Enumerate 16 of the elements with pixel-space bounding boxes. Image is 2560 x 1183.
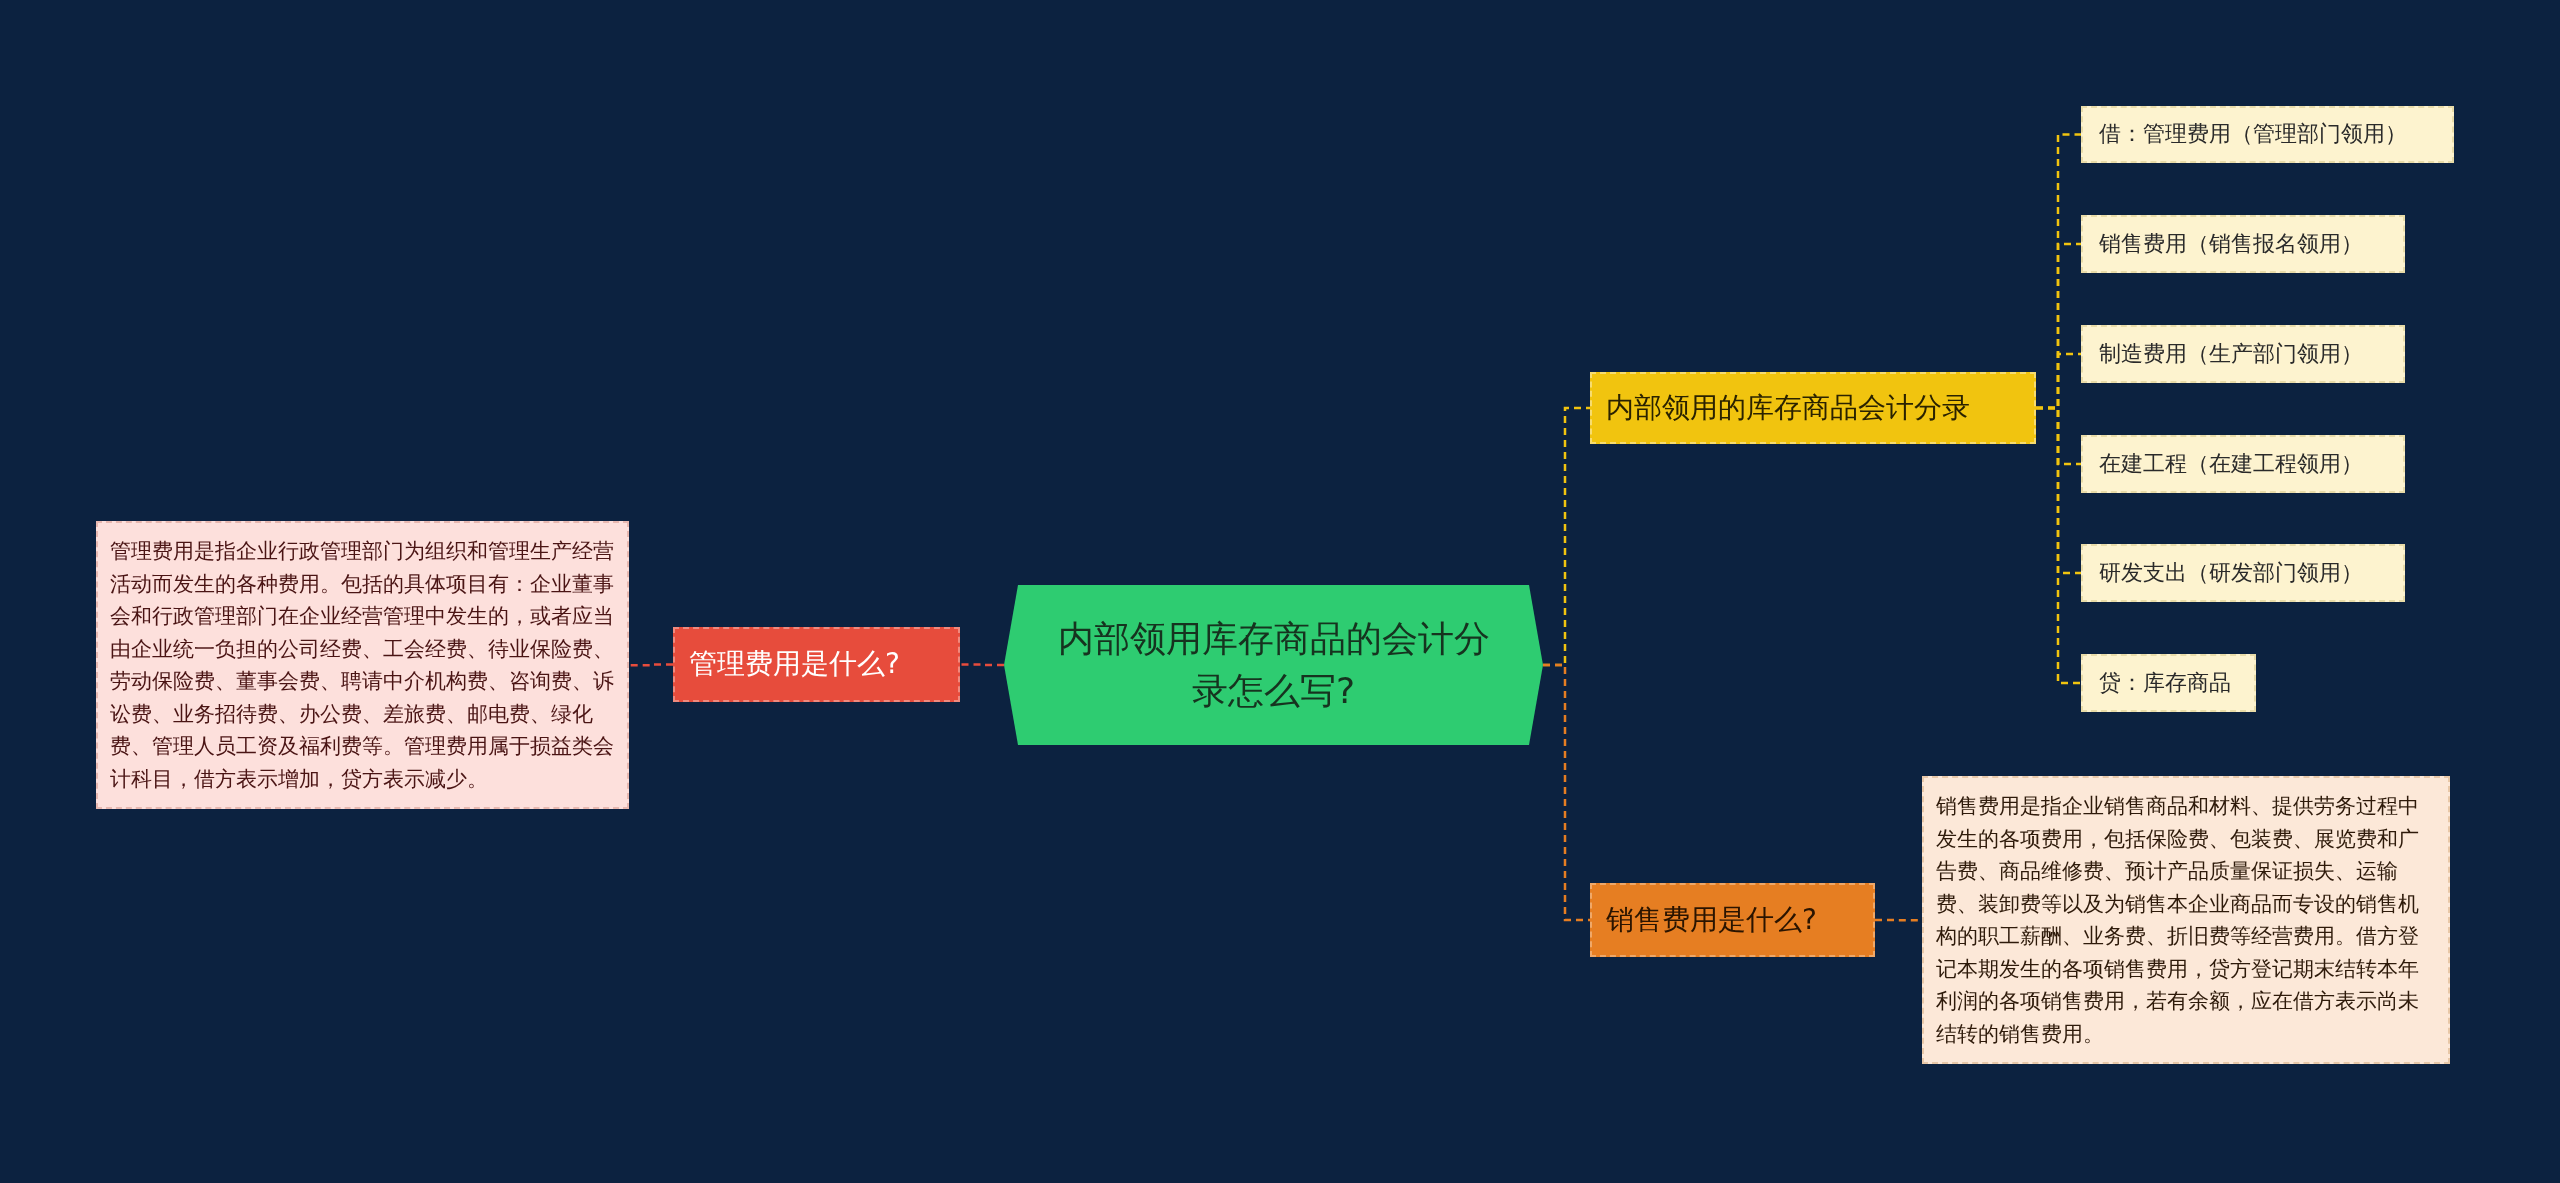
- connector-line: [2036, 406, 2081, 685]
- connector-line: [960, 663, 1004, 667]
- subtopic-box: 借：管理费用（管理部门领用）: [2081, 106, 2454, 163]
- subtopic-box: 销售费用（销售报名领用）: [2081, 215, 2405, 273]
- subtopic-box: 在建工程（在建工程领用）: [2081, 435, 2405, 493]
- note-box: 管理费用是指企业行政管理部门为组织和管理生产经营活动而发生的各种费用。包括的具体项目有：企业董事会和行政管理部门在企业经营管理中发生的，或者应当由企业统一负担的公司经费、工会经费、待业保险费、劳动保险费、董事会费、聘请中介机构费、咨询费、诉讼费、业务招待费、办公费、差旅费、邮电费、绿化费、管理人员工资及福利费等。管理费用属于损益类会计科目，借方表示增加，贷方表示减少。: [96, 521, 629, 810]
- topic-box: 销售费用是什么?: [1590, 883, 1875, 957]
- topic-box: 内部领用的库存商品会计分录: [1590, 372, 2036, 444]
- central-topic: 内部领用库存商品的会计分录怎么写?: [1004, 585, 1543, 745]
- subtopic-box: 研发支出（研发部门领用）: [2081, 544, 2405, 602]
- connector-line: [1543, 663, 1590, 922]
- subtopic-box: 贷：库存商品: [2081, 654, 2256, 712]
- subtopic-box: 制造费用（生产部门领用）: [2081, 325, 2405, 383]
- connector-line: [629, 663, 673, 667]
- topic-box: 管理费用是什么?: [673, 627, 960, 702]
- note-box: 销售费用是指企业销售商品和材料、提供劳务过程中发生的各项费用，包括保险费、包装费、展览费和广告费、商品维修费、预计产品质量保证损失、运输费、装卸费等以及为销售本企业商品而专设的销售机构的职工薪酬、业务费、折旧费等经营费用。借方登记本期发生的各项销售费用，贷方登记期末结转本年利润的各项销售费用，若有余额，应在借方表示尚未结转的销售费用。: [1922, 776, 2450, 1065]
